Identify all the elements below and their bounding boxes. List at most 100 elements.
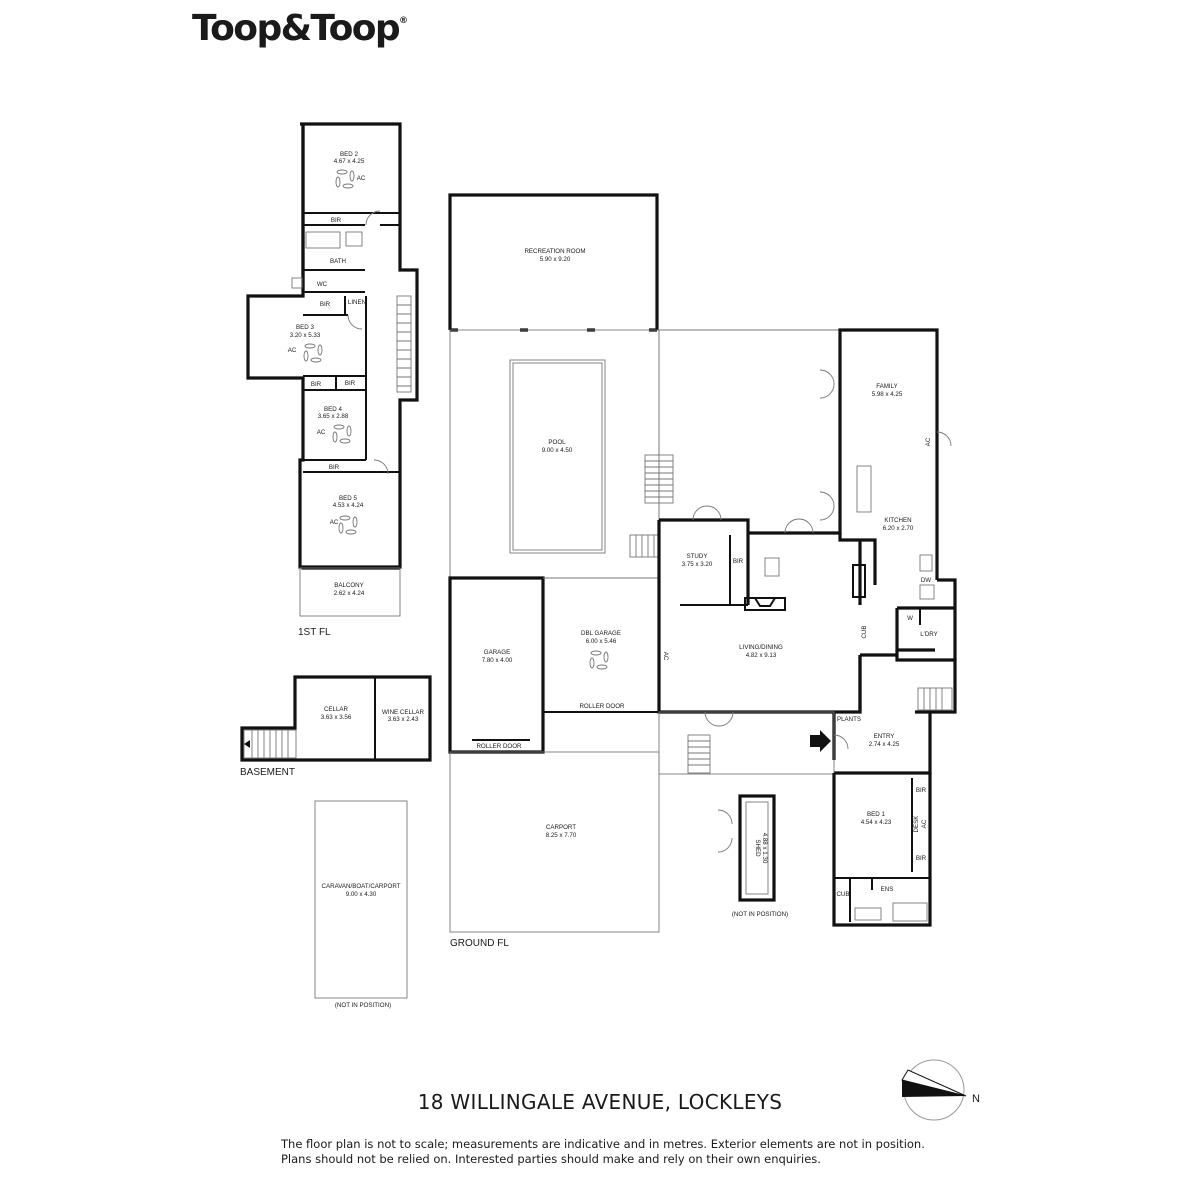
carport-dims: 8.25 x 7.70 [546, 832, 577, 839]
garage-roller-door-label: ROLLER DOOR [476, 743, 522, 750]
shed-name: SHED [754, 839, 761, 857]
bed2-name: BED 2 [340, 151, 358, 158]
ceiling-fan-icon [332, 424, 352, 444]
bed3-bed4-walls [303, 375, 366, 391]
door-swing [833, 734, 849, 750]
toop-toop-logo: Toop&Toop® [192, 8, 408, 49]
steps-treads [635, 535, 655, 557]
door-swing [373, 459, 389, 475]
dbl-garage-dims: 6.00 x 5.46 [586, 638, 617, 645]
fireplace-icon [744, 597, 786, 611]
first-floor-outer-wall [246, 122, 419, 569]
bed2-dims: 4.67 x 4.25 [334, 158, 365, 165]
pool-outer [509, 359, 606, 554]
bir-label: BIR [733, 558, 744, 565]
front-porch-outline [658, 711, 835, 775]
ens-name: ENS [881, 886, 894, 893]
cellar-name: CELLAR [324, 706, 349, 713]
kitchen-bench [852, 564, 866, 598]
balcony-name: BALCONY [334, 582, 364, 589]
porch-steps [687, 734, 711, 774]
bed4-dims: 3.65 x 2.88 [318, 413, 349, 420]
ground-floor-plan: RECREATION ROOM 5.90 x 9.20 POOL 9.00 x … [448, 193, 957, 949]
bir-label: BIR [320, 301, 331, 308]
wc-name: WC [317, 281, 328, 288]
dbl-garage-name: DBL GARAGE [581, 630, 621, 637]
disclaimer-line-2: Plans should not be relied on. Intereste… [281, 1152, 821, 1166]
dbl-garage-roller-door-label: ROLLER DOOR [579, 703, 625, 710]
stair-treads [251, 730, 289, 758]
bed4-name: BED 4 [324, 406, 342, 413]
bir-label: BIR [916, 855, 927, 862]
bed1-interior-walls [834, 778, 930, 922]
ground-floor-label: GROUND FL [450, 938, 509, 949]
recreation-room-name: RECREATION ROOM [524, 248, 585, 255]
family-dims: 5.98 x 4.25 [872, 391, 903, 398]
garage-wall [448, 576, 545, 754]
disclaimer-line-1: The floor plan is not to scale; measurem… [281, 1137, 925, 1151]
bed1-name: BED 1 [867, 811, 885, 818]
bed1-wall [832, 773, 932, 927]
wine-cellar-name: WINE CELLAR [382, 709, 424, 716]
bed1-dims: 4.54 x 4.23 [861, 819, 892, 826]
pool-name: POOL [548, 439, 566, 446]
ac-label: AC [357, 175, 366, 182]
sink-icon [764, 557, 780, 577]
french-door-swing [692, 505, 722, 521]
w-label: W [907, 615, 913, 622]
bed3-name: BED 3 [296, 324, 314, 331]
basement-plan: CELLAR 3.63 x 3.56 WINE CELLAR 3.63 x 2.… [240, 675, 432, 778]
dw-label: DW [921, 577, 931, 584]
stair-treads [397, 304, 411, 387]
ac-label: AC [317, 429, 326, 436]
bed5-dims: 4.53 x 4.24 [333, 502, 364, 509]
bath-wc-walls [303, 269, 367, 460]
bed4-bed5-walls [303, 459, 400, 473]
linen-name: LINEN [348, 299, 366, 306]
caravan-note: (NOT IN POSITION) [335, 1002, 391, 1009]
cellar-dims: 3.63 x 3.56 [321, 714, 352, 721]
ensuite-vanity [854, 907, 882, 921]
garage-dims: 7.80 x 4.00 [482, 657, 513, 664]
ac-label: AC [921, 819, 928, 828]
bathtub [305, 231, 341, 249]
plants-label: PLANTS [837, 716, 861, 723]
entry-name: ENTRY [874, 733, 895, 740]
recreation-room-wall [448, 193, 659, 330]
study-living-wall [657, 518, 834, 714]
kitchen-island [856, 465, 872, 513]
laundry-name: L'DRY [920, 631, 938, 638]
ensuite-bath [892, 902, 928, 922]
french-door-swing [819, 369, 835, 399]
recreation-room-dims: 5.90 x 9.20 [540, 256, 571, 263]
french-door-swing [704, 711, 734, 727]
ceiling-fan-icon [303, 343, 323, 363]
bir-label: BIR [329, 464, 340, 471]
property-address: 18 WILLINGALE AVENUE, LOCKLEYS [417, 1090, 783, 1114]
stair-arrow-icon [244, 740, 250, 748]
bir-label: BIR [916, 787, 927, 794]
door-swing [365, 210, 381, 226]
kitchen-dims: 6.20 x 2.70 [883, 525, 914, 532]
ceiling-fan-icon [589, 650, 609, 670]
pool-inner [512, 362, 603, 551]
shed-inner [745, 801, 769, 895]
desk-label: DESK [913, 815, 920, 833]
living-east-wall [834, 533, 862, 714]
first-floor-stair [396, 295, 412, 393]
family-name: FAMILY [876, 383, 898, 390]
shed-dims: 4.88 x 1.30 [761, 833, 768, 864]
living-dining-dims: 4.82 x 9.13 [746, 652, 777, 659]
ac-label: AC [662, 652, 669, 661]
balcony-outline [299, 567, 401, 617]
ac-label: AC [330, 519, 339, 526]
entry-stair [917, 687, 953, 711]
door-swing [936, 431, 952, 447]
basement-label: BASEMENT [240, 767, 295, 778]
caravan-outline [314, 800, 408, 999]
ac-label: AC [925, 437, 932, 446]
compass-icon: N [901, 1059, 980, 1121]
living-dining-name: LIVING/DINING [739, 644, 783, 651]
caravan-dims: 9.00 x 4.30 [346, 891, 377, 898]
cub-label: CUB [861, 625, 868, 638]
